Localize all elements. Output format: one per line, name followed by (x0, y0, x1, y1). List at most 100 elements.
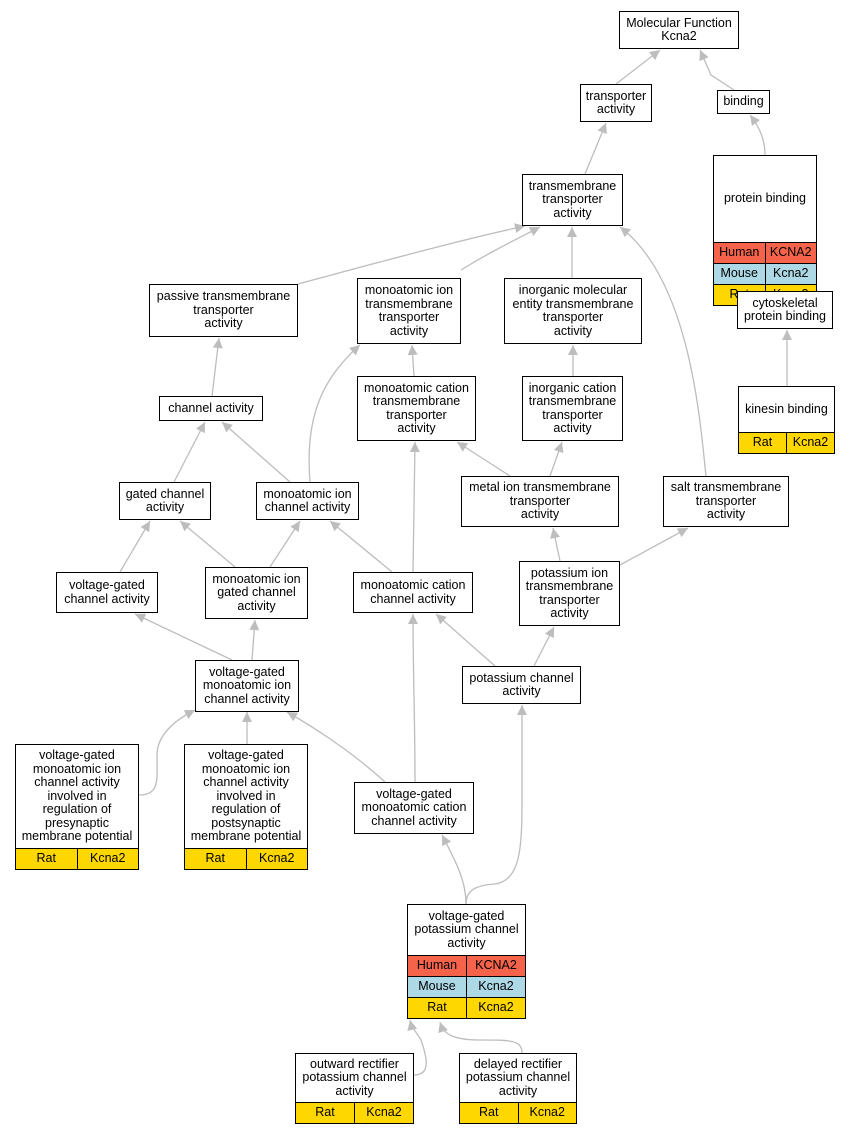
go-term-cytoskeletal[interactable]: cytoskeletal protein binding (737, 291, 833, 329)
gene-label: Kcna2 (76, 849, 139, 869)
go-term-k-channel[interactable]: potassium channel activity (462, 666, 581, 704)
arrowhead (699, 50, 709, 62)
edge-cation-channel-to-ion-channel (329, 520, 393, 573)
go-term-vg-presyn[interactable]: voltage-gated monoatomic ion channel act… (15, 744, 139, 870)
edge-cation-channel-to-cation-tm (409, 441, 420, 573)
edge-inorg-cation-tm-to-inorganic-tm (568, 345, 578, 376)
arrowhead (349, 345, 360, 356)
edge-vg-postsyn-to-vg-ion (242, 712, 252, 744)
go-term-label: cytoskeletal protein binding (743, 295, 826, 323)
go-term-label: transporter activity (585, 88, 647, 116)
arrowhead (568, 345, 578, 355)
go-term-label: voltage-gated monoatomic ion channel act… (21, 748, 133, 844)
arrowhead (140, 521, 150, 533)
go-term-ion-tm[interactable]: monoatomic ion transmembrane transporter… (357, 278, 461, 344)
edge-kinesin-to-cytoskeletal (782, 330, 792, 386)
arrowhead (782, 330, 792, 340)
go-term-ion-channel[interactable]: monoatomic ion channel activity (256, 482, 359, 520)
go-term-label: potassium channel activity (469, 670, 574, 698)
go-term-delayed[interactable]: delayed rectifier potassium channel acti… (459, 1053, 577, 1124)
go-term-label: gated channel activity (125, 486, 205, 514)
gene-label: Kcna2 (466, 977, 525, 997)
go-term-protein-binding[interactable]: protein bindingHumanKCNA2MouseKcna2RatKc… (713, 155, 817, 306)
arrowhead (750, 115, 760, 127)
edge-vg-cation-to-vg-ion (286, 711, 386, 783)
go-term-root[interactable]: Molecular Function Kcna2 (619, 11, 739, 49)
go-term-inorg-cation-tm[interactable]: inorganic cation transmembrane transport… (522, 376, 623, 441)
go-term-label: passive transmembrane transporter activi… (156, 289, 291, 331)
go-term-gated[interactable]: gated channel activity (119, 482, 211, 520)
edge-ion-channel-to-channel (221, 421, 291, 483)
arrowhead (287, 712, 299, 722)
edge-inorganic-tm-to-tm-transporter (567, 227, 577, 278)
organism-label: Human (719, 245, 760, 260)
arrowhead (436, 614, 447, 625)
arrowhead (249, 620, 260, 631)
go-term-transporter[interactable]: transporter activity (580, 84, 652, 122)
go-term-cation-channel[interactable]: monoatomic cation channel activity (353, 572, 473, 613)
go-term-label: channel activity (168, 400, 254, 415)
go-term-label: binding (723, 94, 764, 109)
gene-label: KCNA2 (764, 243, 817, 263)
go-term-label: Molecular Function Kcna2 (626, 15, 732, 43)
go-term-passive[interactable]: passive transmembrane transporter activi… (149, 284, 298, 337)
edge-outward-to-vg-k (407, 1019, 427, 1076)
edge-k-tm-to-salt-tm (619, 527, 689, 566)
edge-protein-binding-to-binding (749, 114, 766, 156)
go-term-ion-gated[interactable]: monoatomic ion gated channel activity (205, 567, 308, 619)
go-term-vg-channel[interactable]: voltage-gated channel activity (56, 572, 158, 613)
edge-tm-transporter-to-transporter (584, 122, 607, 175)
go-term-label: metal ion transmembrane transporter acti… (469, 480, 611, 522)
go-term-label: delayed rectifier potassium channel acti… (465, 1056, 571, 1098)
go-term-salt-tm[interactable]: salt transmembrane transporter activity (663, 476, 789, 527)
go-term-vg-ion[interactable]: voltage-gated monoatomic ion channel act… (195, 660, 299, 712)
edge-ion-gated-to-ion-channel (269, 520, 301, 568)
organism-label: Rat (752, 435, 773, 450)
gene-label: Kcna2 (245, 849, 308, 869)
go-term-inorganic-tm[interactable]: inorganic molecular entity transmembrane… (504, 278, 642, 344)
arrowhead (620, 227, 631, 238)
arrowhead (180, 521, 191, 532)
go-term-label: inorganic molecular entity transmembrane… (512, 283, 634, 338)
arrowhead (408, 614, 419, 625)
go-term-binding[interactable]: binding (717, 90, 770, 114)
arrowhead (550, 528, 560, 539)
go-term-cation-tm[interactable]: monoatomic cation transmembrane transpor… (357, 376, 476, 441)
edge-cation-tm-to-ion-tm (407, 344, 418, 377)
go-term-label: voltage-gated monoatomic ion channel act… (202, 664, 292, 706)
edge-ion-tm-to-tm-transporter (460, 226, 541, 271)
go-term-vg-cation[interactable]: voltage-gated monoatomic cation channel … (354, 782, 474, 834)
edge-metal-tm-to-inorg-cation-tm (549, 441, 564, 477)
go-term-label: outward rectifier potassium channel acti… (302, 1056, 407, 1098)
go-term-channel[interactable]: channel activity (159, 396, 263, 421)
organism-label: Rat (427, 1000, 447, 1015)
arrowhead (442, 835, 452, 847)
go-term-label: monoatomic ion channel activity (263, 486, 352, 514)
go-term-vg-k[interactable]: voltage-gated potassium channel activity… (407, 904, 526, 1019)
go-term-metal-tm[interactable]: metal ion transmembrane transporter acti… (461, 476, 619, 527)
edge-vg-ion-to-vg-channel (134, 613, 233, 661)
arrowhead (135, 613, 147, 623)
edge-transporter-to-root (615, 49, 661, 85)
arrowhead (676, 528, 688, 538)
edge-vg-ion-to-ion-gated (249, 619, 260, 661)
go-term-label: salt transmembrane transporter activity (670, 480, 782, 522)
arrowhead (222, 422, 233, 433)
go-term-vg-postsyn[interactable]: voltage-gated monoatomic ion channel act… (184, 744, 308, 870)
go-term-k-tm[interactable]: potassium ion transmembrane transporter … (519, 561, 620, 626)
annotation-row-rat: Rat Kcna2 (739, 432, 834, 453)
gene-label: Kcna2 (786, 433, 834, 453)
arrowhead (409, 442, 420, 453)
go-term-label: protein binding (723, 191, 806, 206)
go-term-outward[interactable]: outward rectifier potassium channel acti… (295, 1053, 414, 1124)
arrowhead (528, 227, 540, 237)
go-term-tm-transporter[interactable]: transmembrane transporter activity (522, 174, 623, 226)
